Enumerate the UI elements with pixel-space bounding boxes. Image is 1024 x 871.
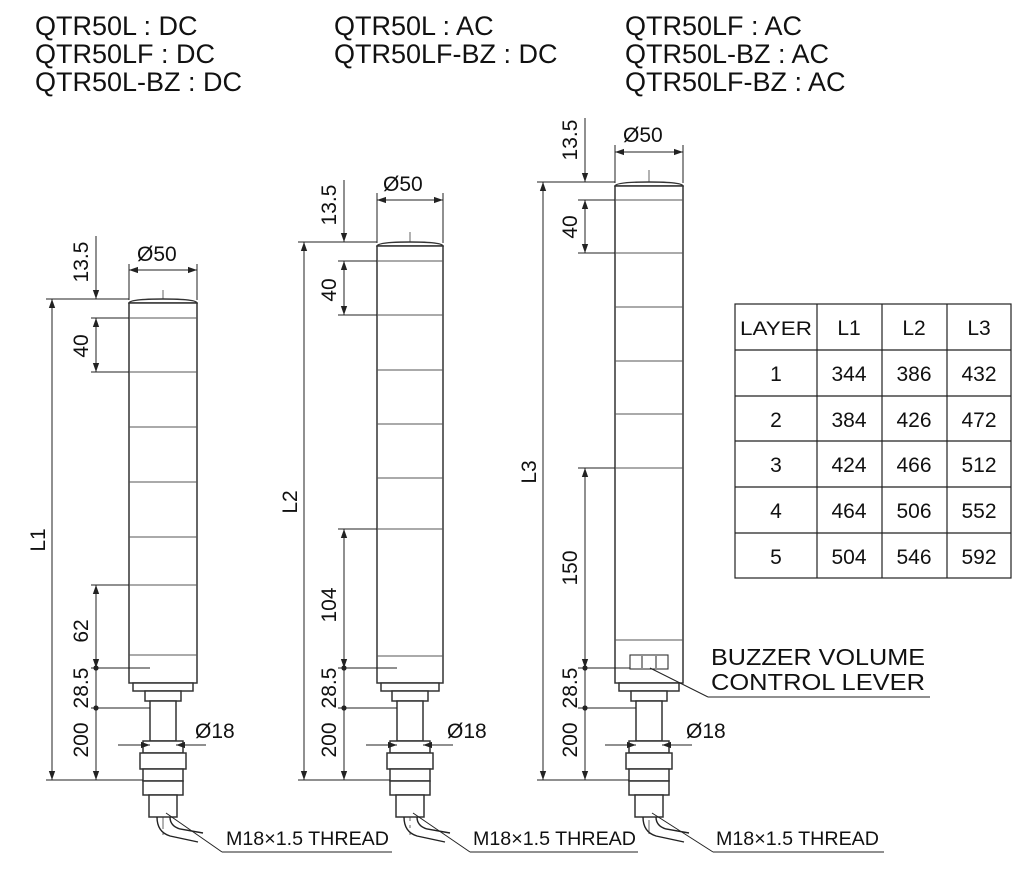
dim-200-label: 200 — [70, 722, 93, 757]
table-header: L3 — [967, 317, 990, 340]
length-table: LAYER L1 L2 L3 1 344 386 432 2 384 426 4… — [734, 303, 1012, 579]
base-diameter-label: Ø18 — [447, 720, 487, 743]
base-diameter-label: Ø18 — [686, 720, 726, 743]
dim-200-label: 200 — [559, 722, 582, 757]
model-label: QTR50LF-BZ : DC — [334, 39, 558, 69]
table-cell: 512 — [961, 454, 996, 477]
thread-label: M18×1.5 THREAD — [473, 829, 636, 850]
L3-label: L3 — [518, 460, 541, 483]
dim-28-5-label: 28.5 — [318, 668, 341, 709]
cap-height-label: 13.5 — [559, 120, 582, 161]
tier-height-label: 40 — [70, 334, 93, 357]
header-group-2: QTR50L : AC QTR50LF-BZ : DC — [334, 11, 558, 69]
model-label: QTR50LF : DC — [35, 39, 215, 69]
cap-height-label: 13.5 — [70, 242, 93, 283]
table-cell: 386 — [896, 363, 931, 386]
table-header: L1 — [837, 317, 860, 340]
tier-height-label: 40 — [559, 215, 582, 238]
cap-height-label: 13.5 — [318, 185, 341, 226]
tower-2: Ø50 13.5 40 104 28.5 200 L2 Ø18 — [279, 173, 638, 853]
header-group-1: QTR50L : DC QTR50LF : DC QTR50L-BZ : DC — [35, 11, 242, 97]
table-cell: 1 — [770, 363, 782, 386]
table-row: 1 344 386 432 — [770, 363, 996, 386]
model-label: QTR50L-BZ : AC — [625, 39, 829, 69]
table-header: L2 — [902, 317, 925, 340]
table-cell: 472 — [961, 409, 996, 432]
tower-3: Ø50 13.5 40 150 28.5 200 L3 Ø18 — [518, 118, 930, 853]
dim-200-label: 200 — [318, 722, 341, 757]
table-header: LAYER — [740, 319, 812, 340]
table-cell: 424 — [831, 454, 866, 477]
thread-label: M18×1.5 THREAD — [716, 829, 879, 850]
table-row: 4 464 506 552 — [770, 500, 996, 523]
table-row: 3 424 466 512 — [770, 454, 996, 477]
model-label: QTR50L-BZ : DC — [35, 67, 242, 97]
L1-label: L1 — [27, 528, 50, 551]
model-label: QTR50LF : AC — [625, 11, 802, 41]
table-cell: 4 — [770, 500, 782, 523]
table-cell: 344 — [831, 363, 866, 386]
table-cell: 384 — [831, 409, 866, 432]
dim-28-5-label: 28.5 — [559, 668, 582, 709]
dim-104-label: 104 — [318, 587, 341, 622]
table-row: 5 504 546 592 — [770, 546, 996, 569]
table-cell: 3 — [770, 454, 782, 477]
table-cell: 464 — [831, 500, 866, 523]
table-cell: 592 — [961, 546, 996, 569]
diameter-label: Ø50 — [623, 124, 663, 147]
tier-height-label: 40 — [318, 278, 341, 301]
base-diameter-label: Ø18 — [195, 720, 235, 743]
table-cell: 432 — [961, 363, 996, 386]
table-row: 2 384 426 472 — [770, 409, 996, 432]
table-cell: 426 — [896, 409, 931, 432]
diameter-label: Ø50 — [383, 173, 423, 196]
tower-1: Ø50 13.5 40 62 28.5 200 L1 Ø18 — [27, 236, 392, 853]
buzzer-lever — [629, 654, 669, 670]
table-cell: 546 — [896, 546, 931, 569]
model-label: QTR50L : DC — [35, 11, 198, 41]
table-cell: 5 — [770, 546, 782, 569]
diameter-label: Ø50 — [137, 243, 177, 266]
table-cell: 466 — [896, 454, 931, 477]
dim-28-5-label: 28.5 — [70, 668, 93, 709]
dim-62-label: 62 — [70, 619, 93, 642]
L2-label: L2 — [279, 490, 302, 513]
dim-150-label: 150 — [559, 550, 582, 585]
thread-label: M18×1.5 THREAD — [226, 829, 389, 850]
table-cell: 504 — [831, 546, 866, 569]
buzzer-label-line-1: BUZZER VOLUME — [711, 644, 925, 670]
table-cell: 506 — [896, 500, 931, 523]
buzzer-label-line-2: CONTROL LEVER — [711, 669, 925, 695]
table-cell: 2 — [770, 409, 782, 432]
table-cell: 552 — [961, 500, 996, 523]
header-group-3: QTR50LF : AC QTR50L-BZ : AC QTR50LF-BZ :… — [625, 11, 846, 97]
model-label: QTR50LF-BZ : AC — [625, 67, 846, 97]
model-label: QTR50L : AC — [334, 11, 494, 41]
